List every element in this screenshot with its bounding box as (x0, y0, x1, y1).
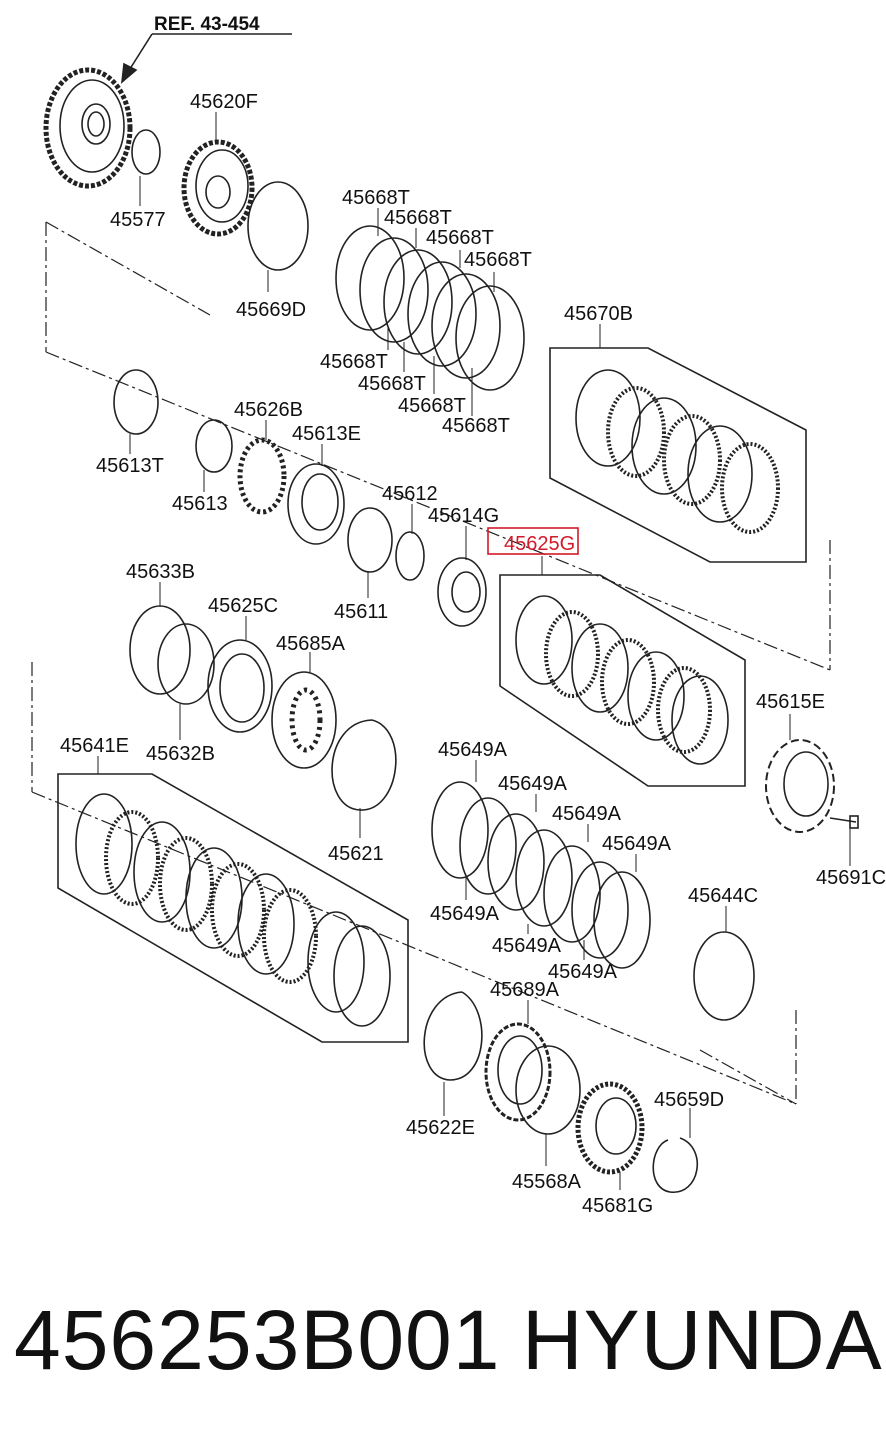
ref-gear (43, 67, 133, 189)
highlight-box-45625G (487, 527, 579, 555)
label-45613E: 45613E (292, 423, 361, 445)
label-45633B: 45633B (126, 561, 195, 583)
part-45612 (395, 531, 425, 581)
label-45622E: 45622E (406, 1117, 475, 1139)
part-45613T (113, 369, 159, 435)
label-45615E: 45615E (756, 691, 825, 713)
label-45668T: 45668T (384, 207, 452, 229)
label-45649A: 45649A (430, 903, 500, 925)
part-45689A (484, 1022, 552, 1122)
part-45685A (271, 671, 337, 769)
group-box-45670B (549, 347, 807, 563)
part-45670B-stack (575, 369, 780, 534)
part-labels: REF. 43-454 45620F 45577 45669D 45668T 4… (60, 14, 886, 1217)
part-45641E-stack (75, 793, 391, 1027)
part-45614G (437, 557, 487, 627)
label-45626B: 45626B (234, 399, 303, 421)
label-45644C: 45644C (688, 885, 758, 907)
part-45622E (423, 991, 483, 1081)
label-45649A: 45649A (548, 961, 618, 983)
group-box-45625G (499, 574, 746, 787)
exploded-parts-diagram: REF. 43-454 45620F 45577 45669D 45668T 4… (31, 14, 886, 1217)
label-45668T: 45668T (320, 351, 388, 373)
label-45621: 45621 (328, 843, 384, 865)
label-45577: 45577 (110, 209, 166, 231)
label-45649A: 45649A (602, 833, 672, 855)
label-45685A: 45685A (276, 633, 346, 655)
part-45620F (181, 139, 255, 237)
label-45614G: 45614G (428, 505, 499, 527)
label-45613: 45613 (172, 493, 228, 515)
ref-arrow (120, 33, 292, 84)
label-45612: 45612 (382, 483, 438, 505)
label-45668T: 45668T (342, 187, 410, 209)
label-45611: 45611 (334, 601, 388, 623)
part-45626B (237, 437, 287, 515)
label-45669D: 45669D (236, 299, 306, 321)
part-45691C (829, 815, 859, 829)
label-45681G: 45681G (582, 1195, 653, 1217)
label-45668T: 45668T (398, 395, 466, 417)
part-45644C (693, 931, 755, 1021)
part-45611 (347, 507, 393, 573)
label-45649A: 45649A (498, 773, 568, 795)
label-45659D: 45659D (654, 1089, 724, 1111)
part-45668T-stack (335, 225, 525, 391)
part-45625G-stack (515, 595, 729, 765)
brand-name: HYUNDAI (522, 1293, 886, 1387)
part-number: 456253B001 (14, 1293, 501, 1387)
label-45649A: 45649A (492, 935, 562, 957)
part-45669D (247, 181, 309, 271)
label-45670B: 45670B (564, 303, 633, 325)
label-45649A: 45649A (438, 739, 508, 761)
part-45649A-stack (431, 781, 651, 969)
label-45668T: 45668T (358, 373, 426, 395)
label-45649A: 45649A (552, 803, 622, 825)
label-45668T: 45668T (442, 415, 510, 437)
label-45668T: 45668T (464, 249, 532, 271)
part-45613E (287, 463, 345, 545)
label-ref: REF. 43-454 (154, 14, 260, 35)
label-45668T: 45668T (426, 227, 494, 249)
label-45632B: 45632B (146, 743, 215, 765)
label-45691C: 45691C (816, 867, 886, 889)
footer: 456253B001 HYUNDAI (0, 1290, 886, 1430)
part-45632B (157, 623, 215, 705)
label-45613T: 45613T (96, 455, 164, 477)
label-45625G: 45625G (504, 533, 575, 555)
label-45641E: 45641E (60, 735, 129, 757)
part-45613 (195, 419, 233, 473)
center-lines (31, 221, 831, 1105)
part-45577 (131, 129, 161, 175)
part-45621 (331, 719, 397, 811)
group-box-45641E (57, 773, 409, 1043)
part-45625C (207, 639, 273, 733)
part-45681G (575, 1081, 645, 1175)
label-45625C: 45625C (208, 595, 278, 617)
label-45568A: 45568A (512, 1171, 582, 1193)
part-45615E (765, 739, 835, 833)
part-45659D (652, 1137, 698, 1193)
label-45620F: 45620F (190, 91, 258, 113)
label-45689A: 45689A (490, 979, 560, 1001)
leader-lines (97, 112, 851, 1190)
part-45568A (515, 1045, 581, 1135)
